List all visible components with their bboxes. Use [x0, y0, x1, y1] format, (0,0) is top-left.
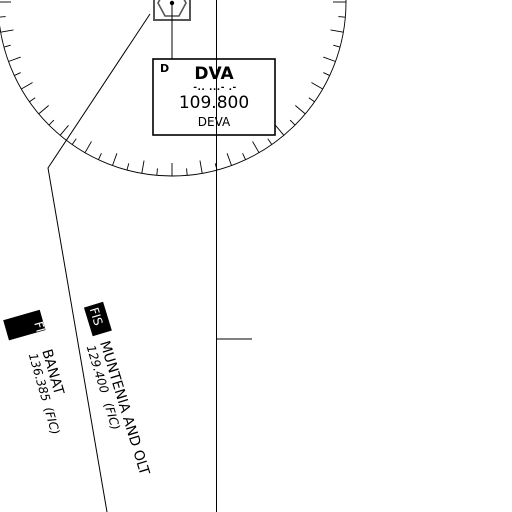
compass-tick: [186, 168, 188, 176]
compass-tick: [112, 153, 118, 166]
compass-tick: [295, 105, 306, 115]
fis-service: (FIC): [41, 405, 62, 436]
compass-tick: [289, 119, 296, 126]
compass-tick: [252, 141, 260, 153]
compass-tick: [242, 153, 246, 160]
vor-centre-dot: [169, 0, 175, 6]
compass-tick: [275, 125, 285, 136]
airspace-boundary-line: [47, 13, 151, 512]
navaid-morse-code: -.. ...- .-: [193, 83, 237, 93]
fis-badge: [83, 301, 112, 337]
compass-tick: [8, 56, 21, 62]
compass-tick: [48, 119, 55, 126]
compass-tick: [156, 168, 158, 176]
navaid-frequency: 109.800: [179, 93, 249, 113]
fis-sector-label-muntenia-and-olt: FIS MUNTENIA AND OLT 129.400 (FIC): [83, 301, 152, 478]
compass-tick: [71, 138, 77, 145]
compass-tick: [311, 82, 323, 90]
compass-tick: [338, 16, 346, 18]
navaid-ident: DVA: [194, 64, 234, 84]
compass-tick: [98, 153, 102, 160]
compass-tick: [59, 125, 69, 136]
compass-tick: [226, 153, 232, 166]
compass-tick: [267, 138, 273, 145]
compass-tick: [141, 160, 145, 174]
compass-tick: [199, 160, 203, 174]
fis-badge-label: FIS: [31, 320, 49, 341]
compass-tick: [21, 82, 33, 90]
compass-tick: [29, 97, 36, 103]
compass-tick: [333, 44, 341, 48]
compass-tick: [0, 29, 14, 33]
fis-badge: [3, 309, 46, 341]
navaid-type-code: D: [160, 62, 169, 75]
navaid-box-frame: [152, 58, 276, 136]
compass-tick: [126, 163, 130, 171]
compass-tick: [323, 72, 330, 76]
compass-tick: [330, 29, 344, 33]
compass-tick: [38, 105, 49, 115]
navaid-name: DEVA: [198, 115, 231, 129]
compass-rose-ticks: [0, 1, 346, 176]
vor-hexagon: [157, 0, 187, 17]
compass-tick: [84, 141, 92, 153]
compass-tick: [14, 72, 21, 76]
fis-sector-label-banat: FIS BANAT 136.385 (FIC): [3, 309, 67, 436]
compass-tick: [308, 97, 315, 103]
navaid-info-box: D DVA -.. ...- .- 109.800 DEVA: [152, 58, 276, 136]
compass-tick: [3, 44, 11, 48]
compass-tick: [323, 56, 336, 62]
compass-rose-icon: [0, 0, 347, 177]
compass-tick: [0, 16, 6, 18]
fis-badge-label: FIS: [87, 306, 106, 327]
